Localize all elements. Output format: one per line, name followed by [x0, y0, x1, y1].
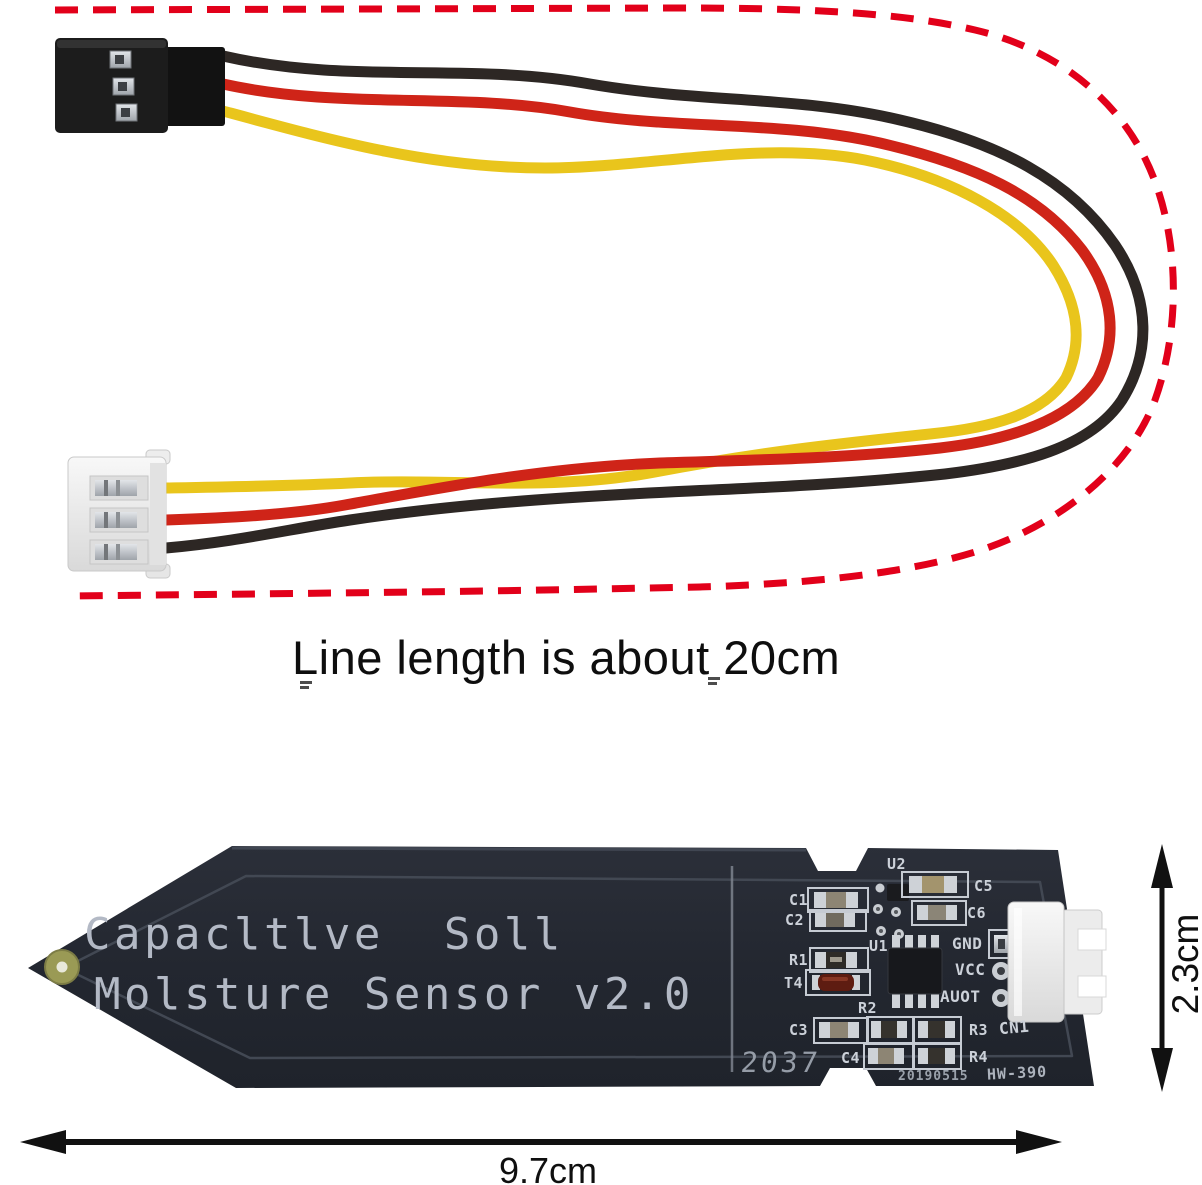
label-c3: C3 [789, 1021, 809, 1039]
print-artifact [300, 686, 309, 689]
label-t4: T4 [784, 974, 804, 992]
label-gnd-pin: GND [952, 934, 983, 953]
jst-plug-connector [67, 449, 171, 579]
auot-pad [992, 989, 1010, 1007]
socket-fingers [1061, 909, 1103, 1015]
batch-code: 2037 [739, 1046, 823, 1079]
yellow-wire [160, 105, 1082, 494]
pcb-title-line1: Capacltlve Soll [84, 909, 564, 960]
socket-notch [1077, 928, 1107, 951]
jst-crimp-slot [89, 507, 149, 533]
height-dimension-label: 2.3cm [1165, 913, 1202, 1015]
dupont-contact-window [115, 103, 138, 122]
component-r1 [809, 947, 869, 973]
jst-plug-lip [150, 463, 166, 565]
black-wire [160, 50, 1149, 554]
dupont-body [55, 38, 168, 133]
label-r1: R1 [789, 951, 809, 969]
caption-line-length: Line length is about 20cm [292, 631, 841, 684]
model-number: HW-390 [986, 1062, 1048, 1084]
width-dimension-label: 9.7cm [498, 1150, 598, 1185]
dupont-highlight [57, 40, 166, 48]
red-wire [160, 78, 1116, 526]
cable-wires [160, 50, 1149, 554]
label-cn1: CN1 [998, 1016, 1031, 1039]
dupont-contact-window [112, 77, 135, 96]
component-u1-chip [887, 935, 943, 1008]
label-u2: U2 [887, 855, 907, 873]
component-c5 [901, 871, 969, 898]
label-u1: U1 [869, 937, 889, 955]
label-c1: C1 [789, 891, 809, 909]
height-dimension-arrow [1151, 844, 1173, 1092]
component-r4 [913, 1043, 962, 1070]
print-artifact [300, 681, 312, 684]
label-r2: R2 [858, 999, 878, 1017]
date-code: 20190515 [898, 1069, 969, 1084]
label-c5: C5 [974, 877, 994, 895]
jst-crimp-slot [89, 475, 149, 501]
label-c4: C4 [841, 1049, 861, 1067]
label-vcc-pin: VCC [955, 960, 986, 979]
dupont-collar [165, 47, 225, 126]
dupont-connector [55, 38, 225, 133]
vcc-pad [992, 962, 1010, 980]
socket-notch [1077, 975, 1107, 998]
label-r4: R4 [969, 1048, 989, 1066]
label-r3: R3 [969, 1021, 989, 1039]
label-auot-pin: AUOT [940, 987, 981, 1006]
component-c3 [813, 1017, 869, 1044]
component-t4-diode [805, 969, 871, 996]
socket-highlight [1014, 908, 1022, 1016]
print-artifact [708, 677, 720, 680]
label-c6: C6 [967, 904, 987, 922]
cable-length-dashed-outline [54, 4, 1177, 600]
jst-crimp-slot [89, 539, 149, 565]
component-c2 [809, 909, 867, 932]
component-c1 [807, 887, 869, 913]
pcb-title-line2: Molsture Sensor v2.0 [94, 969, 694, 1020]
component-c4 [863, 1043, 914, 1070]
print-artifact [708, 682, 717, 685]
pcb-jst-socket [1007, 901, 1107, 1023]
component-c6 [911, 900, 967, 926]
tip-pad-hole [56, 961, 68, 973]
pcb-top-edge-highlight [231, 846, 807, 852]
dupont-contact-window [109, 50, 132, 69]
width-dimension-arrow [20, 1130, 1062, 1154]
label-c2: C2 [785, 911, 805, 929]
pcb-board [28, 846, 1107, 1088]
